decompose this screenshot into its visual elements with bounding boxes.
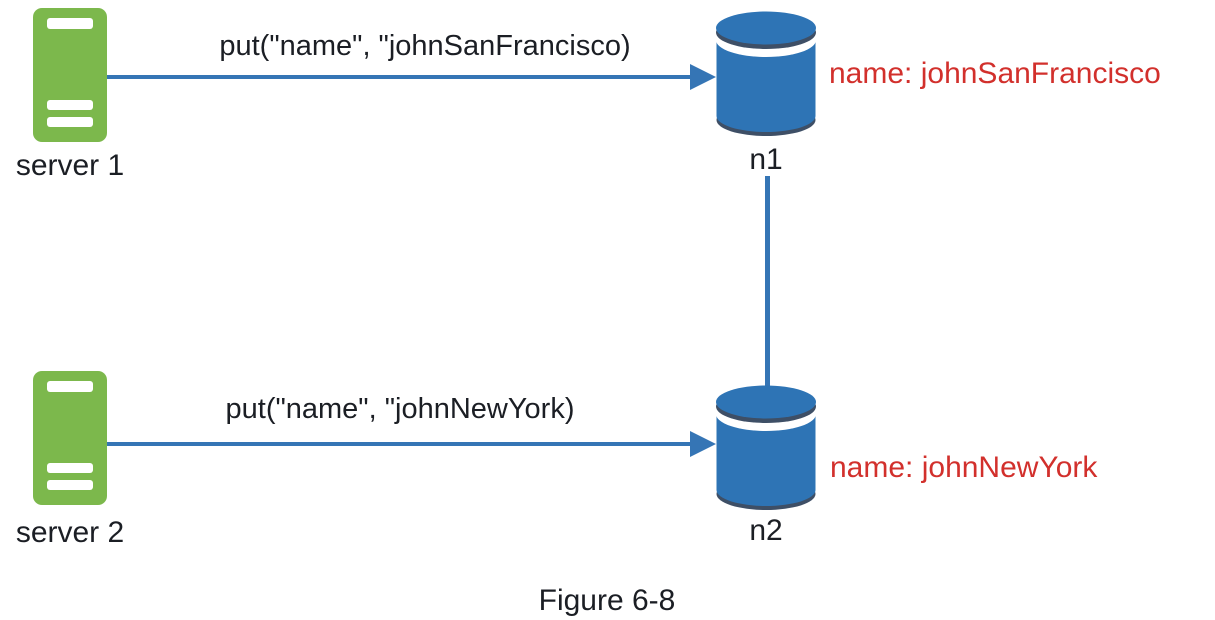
n2-label: n2 [749,514,783,547]
server-slot-icon [47,463,93,473]
server-slot-icon [47,480,93,490]
put2-edge-label: put("name", "johnNewYork) [225,393,575,425]
put1-edge-label: put("name", "johnSanFrancisco) [219,30,631,62]
database-n2-icon [716,385,816,510]
n1-data-annotation: name: johnSanFrancisco [829,57,1161,90]
server-slot-icon [47,117,93,127]
put2-arrow-line [107,442,690,446]
n1-n2-link-line [765,176,770,390]
server-slot-icon [47,18,93,29]
put2-arrowhead-icon [690,431,716,457]
server1-label: server 1 [15,149,125,182]
n2-data-annotation: name: johnNewYork [830,451,1098,484]
put1-arrow-line [107,75,690,79]
figure-caption: Figure 6-8 [538,584,676,617]
put1-arrowhead-icon [690,64,716,90]
server-slot-icon [47,100,93,110]
server-slot-icon [47,381,93,392]
database-n1-icon [716,11,816,136]
server2-icon [33,371,107,505]
server1-icon [33,8,107,142]
n1-label: n1 [749,143,783,176]
server2-label: server 2 [15,516,125,549]
